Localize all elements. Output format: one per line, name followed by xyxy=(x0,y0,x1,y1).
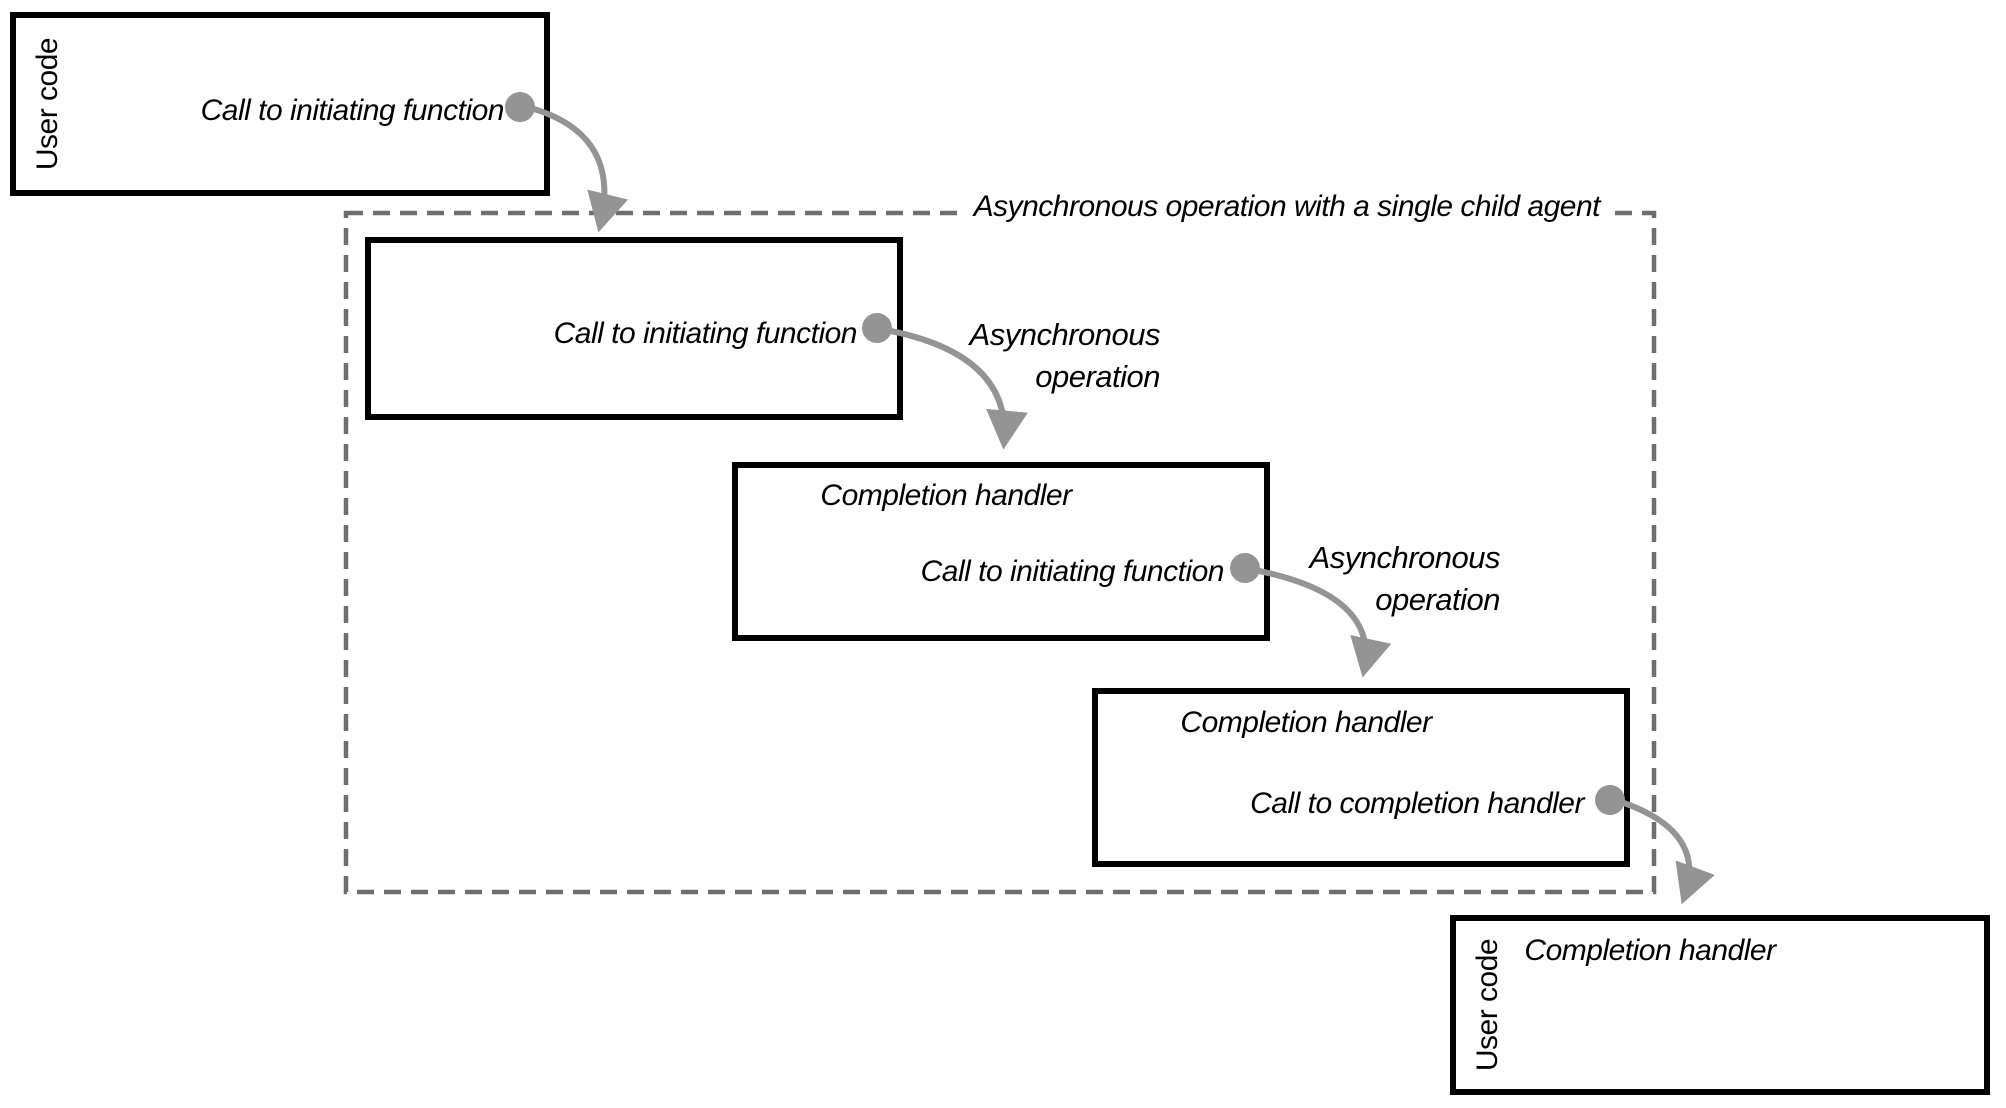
completion-handler-1-title: Completion handler xyxy=(820,479,1072,512)
completion-handler-bottom-title: Completion handler xyxy=(1524,934,1776,967)
async-operation-label-2-line2: operation xyxy=(1375,582,1500,617)
user-code-bottom-box: User code Completion handler xyxy=(1450,915,1990,1095)
user-code-top-side-label: User code xyxy=(31,37,64,171)
async-operation-label-2-line1: Asynchronous xyxy=(1309,540,1501,575)
initiating-function-box: Call to initiating function xyxy=(365,237,903,420)
async-operation-label-1: Asynchronous operation xyxy=(969,314,1161,398)
async-operation-label-2: Asynchronous operation xyxy=(1309,537,1501,621)
call-initiating-label-top: Call to initiating function xyxy=(200,94,505,127)
completion-handler-2-box: Completion handler Call to completion ha… xyxy=(1092,688,1630,867)
call-completion-handler-label: Call to completion handler xyxy=(1250,787,1584,820)
arrow-handler2-to-user xyxy=(1622,800,1715,905)
user-code-top-box: User code Call to initiating function xyxy=(10,12,550,196)
async-operation-label-1-line1: Asynchronous xyxy=(969,317,1161,352)
async-operation-label-1-line2: operation xyxy=(1035,359,1160,394)
completion-handler-1-box: Completion handler Call to initiating fu… xyxy=(732,462,1270,641)
completion-handler-2-title: Completion handler xyxy=(1180,706,1432,739)
async-container-label: Asynchronous operation with a single chi… xyxy=(963,189,1610,225)
call-initiating-label-2: Call to initiating function xyxy=(920,555,1225,588)
call-initiating-label-1: Call to initiating function xyxy=(553,317,858,350)
